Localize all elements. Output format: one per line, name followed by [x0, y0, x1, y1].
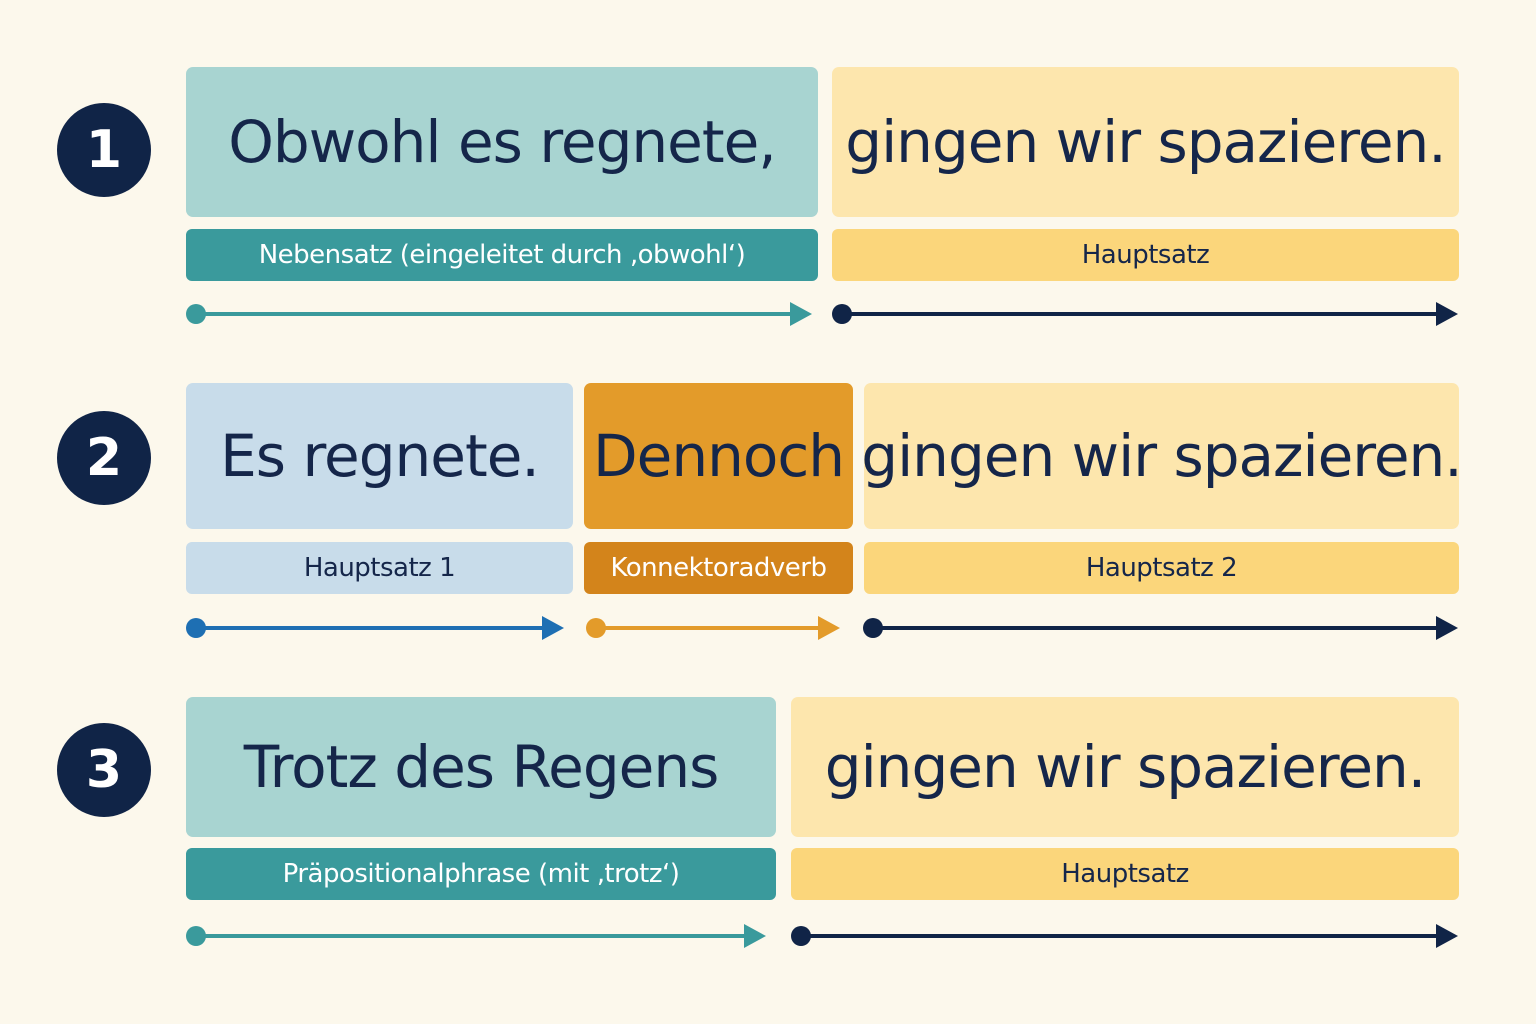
- clause-main-1: gingen wir spazieren.: [832, 67, 1459, 217]
- arrow-hauptsatz-1: [832, 302, 1458, 326]
- connector-dennoch: Dennoch: [584, 383, 853, 529]
- label-praepositionalphrase: Präpositionalphrase (mit ‚trotz‘): [186, 848, 776, 900]
- arrow-hauptsatz-3: [791, 924, 1458, 948]
- clause-main-3: gingen wir spazieren.: [791, 697, 1459, 837]
- clause-trotz: Trotz des Regens: [186, 697, 776, 837]
- label-hauptsatz-2: Hauptsatz 2: [864, 542, 1459, 594]
- row-number-badge-3: 3: [57, 723, 151, 817]
- arrow-konnektoradverb: [586, 616, 840, 640]
- row-number-badge-2: 2: [57, 411, 151, 505]
- label-nebensatz: Nebensatz (eingeleitet durch ‚obwohl‘): [186, 229, 818, 281]
- label-hauptsatz-1: Hauptsatz: [832, 229, 1459, 281]
- arrow-hauptsatz-1-row2: [186, 616, 564, 640]
- arrow-hauptsatz-2: [863, 616, 1458, 640]
- label-hauptsatz-3: Hauptsatz: [791, 848, 1459, 900]
- label-hauptsatz-1-row2: Hauptsatz 1: [186, 542, 573, 594]
- arrow-nebensatz: [186, 302, 812, 326]
- clause-obwohl: Obwohl es regnete,: [186, 67, 818, 217]
- arrow-praepositionalphrase: [186, 924, 766, 948]
- row-number-badge-1: 1: [57, 103, 151, 197]
- clause-es-regnete: Es regnete.: [186, 383, 573, 529]
- label-konnektoradverb: Konnektoradverb: [584, 542, 853, 594]
- clause-main-2: gingen wir spazieren.: [864, 383, 1459, 529]
